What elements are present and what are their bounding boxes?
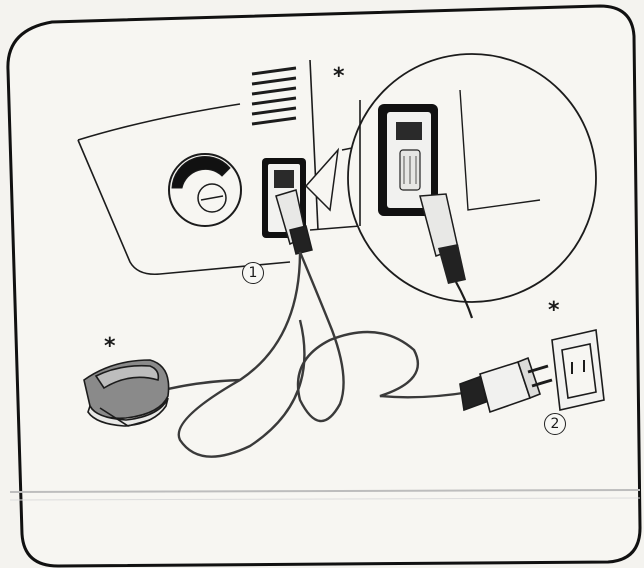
- power-plug: [459, 356, 553, 414]
- fold-line: [9, 489, 641, 493]
- asterisk-label-machine: *: [333, 64, 345, 89]
- wall-outlet: [551, 329, 605, 411]
- handwheel: [168, 153, 242, 227]
- asterisk-label-outlet: *: [548, 298, 560, 323]
- zoom-inset: [304, 53, 597, 319]
- foot-controller: [83, 359, 170, 427]
- vent-grille: [251, 66, 297, 126]
- plug-at-machine: [275, 189, 313, 255]
- step-2-label: 2: [544, 413, 566, 435]
- sewing-machine-side: [77, 59, 361, 276]
- asterisk-label-foot-controller: *: [104, 334, 116, 359]
- step-1-label: 1: [242, 262, 264, 284]
